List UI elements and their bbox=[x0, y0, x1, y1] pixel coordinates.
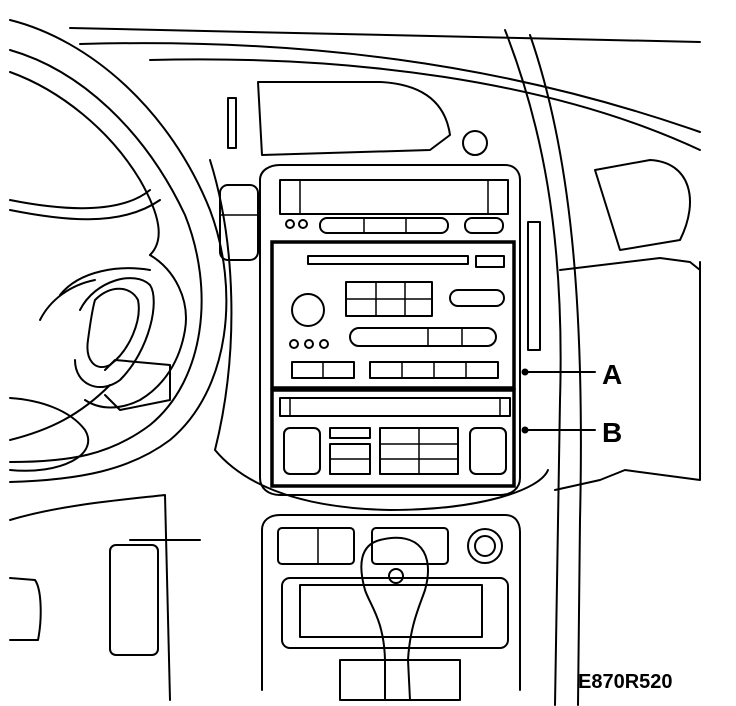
callout-a-label: A bbox=[602, 359, 622, 390]
figure-code: E870R520 bbox=[578, 671, 673, 693]
steering-wheel bbox=[9, 19, 228, 483]
right-trim bbox=[504, 29, 701, 706]
dashboard-top-edge bbox=[69, 27, 701, 151]
climate-unit-b bbox=[270, 388, 516, 488]
radio-unit-a bbox=[270, 240, 516, 390]
lower-console bbox=[261, 514, 521, 701]
top-unit bbox=[279, 179, 509, 234]
left-dash-details bbox=[219, 97, 259, 261]
center-vent bbox=[257, 81, 488, 156]
lower-left-details bbox=[9, 494, 201, 701]
callout-b-label: B bbox=[602, 417, 622, 448]
callout-leaders bbox=[521, 368, 596, 434]
center-console-outline bbox=[209, 159, 549, 511]
